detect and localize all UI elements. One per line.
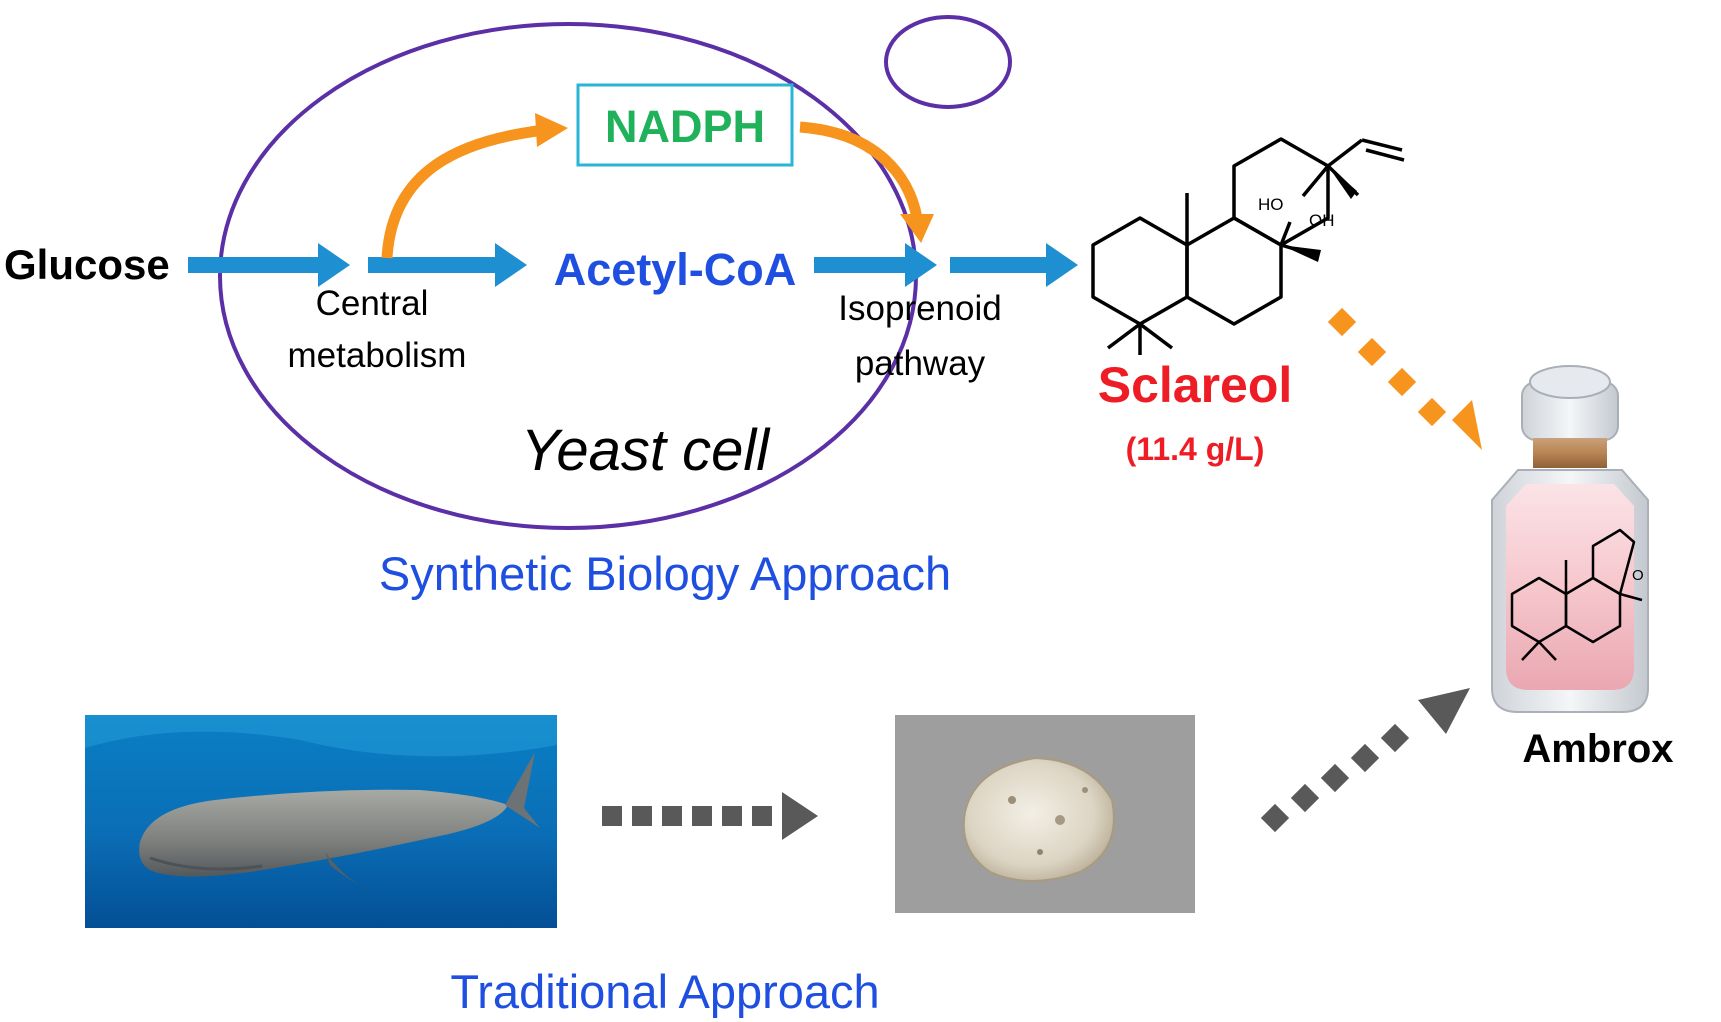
ambrox-structure — [1510, 528, 1643, 661]
isoprenoid-label-1: Isoprenoid — [838, 289, 1001, 328]
ambergris-photo — [895, 715, 1195, 913]
arrow-whale-to-ambergris — [602, 792, 818, 840]
arrow-ambergris-to-ambrox — [1260, 688, 1470, 833]
arrow-sclareol-to-ambrox — [1327, 307, 1482, 450]
arrow-acetyl-to-isoprenoid — [814, 243, 937, 287]
sclareol-titer: (11.4 g/L) — [1126, 431, 1265, 467]
sperm-whale-photo — [85, 715, 557, 928]
sclareol-label: Sclareol — [1098, 357, 1293, 413]
arrow-central-to-acetyl — [368, 243, 527, 287]
arrow-to-nadph — [381, 124, 546, 259]
molecule-ho-label: HO — [1258, 195, 1284, 214]
arrow-glucose-to-central — [188, 243, 350, 287]
ambrox-o-label: O — [1632, 567, 1644, 584]
perfume-bottle-icon — [1491, 365, 1649, 713]
acetyl-coa-label: Acetyl-CoA — [554, 244, 797, 295]
ambrox-label: Ambrox — [1522, 727, 1673, 771]
arrow-isoprenoid-to-sclareol — [950, 243, 1078, 287]
sclareol-structure — [1091, 137, 1405, 355]
synthetic-approach-label: Synthetic Biology Approach — [379, 547, 951, 600]
yeast-cell-label: Yeast cell — [521, 418, 771, 483]
bud-cell — [884, 15, 1012, 109]
arrow-from-nadph — [799, 121, 923, 220]
central-metabolism-label-1: Central — [316, 284, 429, 323]
central-metabolism-label-2: metabolism — [288, 336, 467, 375]
isoprenoid-label-2: pathway — [855, 344, 986, 383]
flux-arrows — [188, 243, 1078, 287]
nadph-label: NADPH — [605, 101, 765, 152]
nadph-arrows — [381, 113, 934, 259]
molecule-oh-label: OH — [1309, 211, 1335, 230]
nadph-box — [576, 83, 794, 167]
traditional-approach-label: Traditional Approach — [450, 965, 879, 1018]
glucose-label: Glucose — [4, 241, 170, 288]
